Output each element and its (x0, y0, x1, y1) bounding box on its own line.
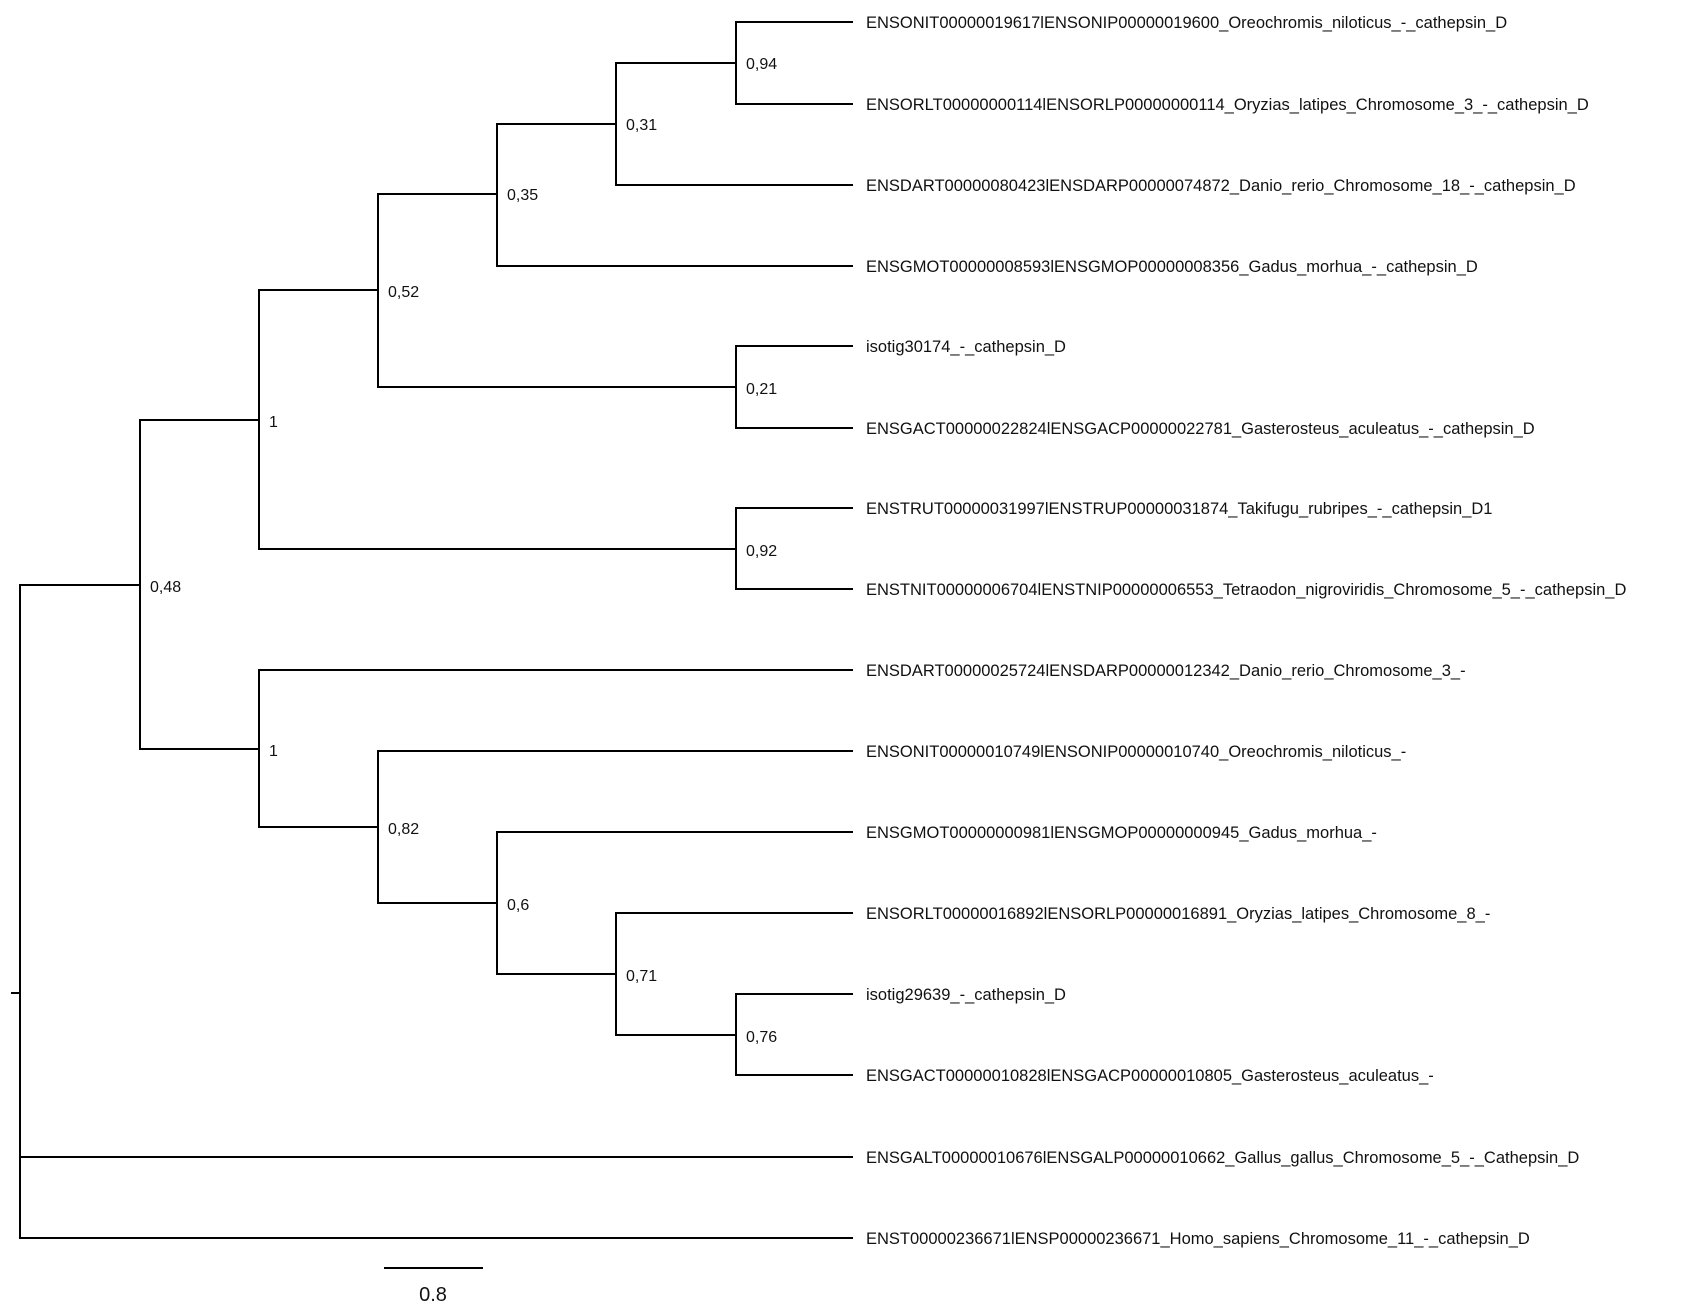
support-value: 1 (269, 414, 278, 431)
leaf-label: ENSORLT00000016892lENSORLP00000016891_Or… (866, 905, 1490, 923)
support-value: 0,52 (388, 284, 419, 301)
leaf-label: isotig29639_-_cathepsin_D (866, 986, 1066, 1004)
support-value: 0,82 (388, 821, 419, 838)
support-value: 0,31 (626, 117, 657, 134)
leaf-label: ENSTNIT00000006704lENSTNIP00000006553_Te… (866, 581, 1626, 599)
leaf-label: ENSTRUT00000031997lENSTRUP00000031874_Ta… (866, 500, 1492, 518)
leaf-label: ENSGMOT00000008593lENSGMOP00000008356_Ga… (866, 258, 1478, 276)
leaf-label: ENSORLT00000000114lENSORLP00000000114_Or… (866, 96, 1589, 114)
leaf-label: ENSDART00000080423lENSDARP00000074872_Da… (866, 177, 1576, 195)
support-value: 0,21 (746, 381, 777, 398)
support-value: 0,6 (507, 897, 529, 914)
leaf-label: ENSDART00000025724lENSDARP00000012342_Da… (866, 662, 1466, 680)
support-value: 0,92 (746, 543, 777, 560)
support-value: 0,94 (746, 56, 777, 73)
leaf-label: isotig30174_-_cathepsin_D (866, 338, 1066, 356)
leaf-label: ENSONIT00000019617lENSONIP00000019600_Or… (866, 14, 1507, 32)
support-value: 0,71 (626, 968, 657, 985)
leaf-label: ENST00000236671lENSP00000236671_Homo_sap… (866, 1230, 1530, 1248)
support-value: 0,48 (150, 579, 181, 596)
support-value: 0,35 (507, 187, 538, 204)
leaf-label: ENSONIT00000010749lENSONIP00000010740_Or… (866, 743, 1406, 761)
support-value: 1 (269, 743, 278, 760)
support-value: 0,76 (746, 1029, 777, 1046)
scale-bar-label: 0.8 (419, 1284, 447, 1306)
leaf-label: ENSGMOT00000000981lENSGMOP00000000945_Ga… (866, 824, 1377, 842)
leaf-label: ENSGALT00000010676lENSGALP00000010662_Ga… (866, 1149, 1579, 1167)
leaf-label: ENSGACT00000010828lENSGACP00000010805_Ga… (866, 1067, 1434, 1085)
leaf-label: ENSGACT00000022824lENSGACP00000022781_Ga… (866, 420, 1535, 438)
